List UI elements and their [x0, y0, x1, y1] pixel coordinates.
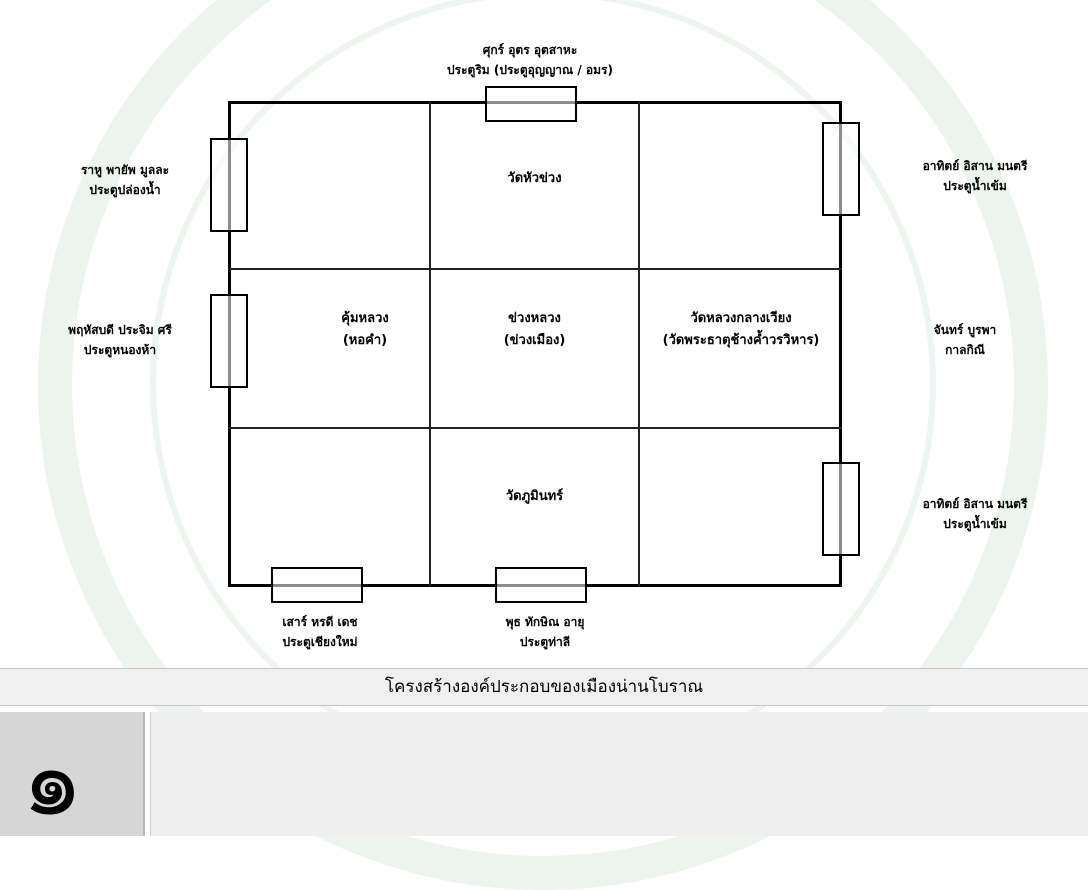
diagram-stage: ศุกร์ อุตร อุตสาหะ ประตูริม (ประตูอุญญาณ…	[30, 0, 1070, 890]
grid-line-h1	[228, 268, 842, 270]
cell-mid-right-line1: วัดหลวงกลางเวียง	[690, 311, 792, 326]
gate-left-top-label: ราหู พายัพ มูลละ ประตูปล่องน้ำ	[40, 160, 210, 200]
gate-top-label: ศุกร์ อุตร อุตสาหะ ประตูริม (ประตูอุญญาณ…	[400, 40, 660, 80]
gate-right-bottom-label-line1: อาทิตย์ อิสาน มนตรี	[922, 497, 1028, 511]
cell-mid-right: วัดหลวงกลางเวียง (วัดพระธาตุช้างค้ำวรวิห…	[628, 308, 854, 352]
gate-top-label-line1: ศุกร์ อุตร อุตสาหะ	[482, 43, 578, 57]
gate-right-mid-label: จันทร์ บูรพา กาลกิณี	[880, 320, 1050, 360]
grid-line-h2	[228, 427, 842, 429]
cell-mid-right-line2: (วัดพระธาตุช้างค้ำวรวิหาร)	[662, 333, 820, 348]
cell-mid-center: ข่วงหลวง (ข่วงเมือง)	[431, 308, 638, 352]
cell-mid-left: คุ้มหลวง (หอคำ)	[250, 308, 480, 352]
gate-right-bottom	[822, 462, 860, 556]
gate-bottom-left-label: เสาร์ หรดี เดช ประตูเชียงใหม่	[230, 612, 410, 652]
gate-right-top-label-line2: ประตูน้ำเข้ม	[943, 179, 1007, 193]
gate-bottom-mid	[495, 567, 587, 603]
gate-left-top	[210, 138, 248, 232]
thumbnail-panel[interactable]: ๑	[0, 712, 145, 836]
cell-mid-left-line2: (หอคำ)	[342, 333, 388, 348]
gate-left-top-label-line2: ประตูปล่องน้ำ	[89, 183, 161, 197]
gate-right-top-label: อาทิตย์ อิสาน มนตรี ประตูน้ำเข้ม	[880, 156, 1070, 196]
gate-right-mid-label-line1: จันทร์ บูรพา	[933, 323, 997, 337]
gate-bottom-left	[271, 567, 363, 603]
gate-left-mid	[210, 294, 248, 388]
gate-top-label-line2: ประตูริม (ประตูอุญญาณ / อมร)	[447, 63, 613, 77]
cell-top-center: วัดหัวข่วง	[431, 168, 638, 190]
gate-bottom-left-label-line2: ประตูเชียงใหม่	[282, 635, 358, 649]
content-panel	[150, 712, 1088, 836]
gate-left-mid-label-line1: พฤหัสบดี ประจิม ศรี	[68, 323, 172, 337]
gate-right-top-label-line1: อาทิตย์ อิสาน มนตรี	[922, 159, 1028, 173]
cell-bottom-center: วัดภูมินทร์	[431, 486, 638, 508]
grid-line-v1	[429, 101, 431, 587]
gate-bottom-mid-label-line1: พุธ ทักษิณ อายุ	[505, 615, 585, 629]
gate-right-bottom-label-line2: ประตูน้ำเข้ม	[943, 517, 1007, 531]
gate-right-top	[822, 122, 860, 216]
cell-mid-left-line1: คุ้มหลวง	[341, 311, 389, 326]
gate-bottom-left-label-line1: เสาร์ หรดี เดช	[282, 615, 358, 629]
gate-bottom-mid-label-line2: ประตูท่าลี	[519, 635, 571, 649]
cell-mid-center-line2: (ข่วงเมือง)	[503, 333, 566, 348]
gate-bottom-mid-label: พุธ ทักษิณ อายุ ประตูท่าลี	[460, 612, 630, 652]
cell-bottom-center-text: วัดภูมินทร์	[505, 489, 564, 504]
figure-caption: โครงสร้างองค์ประกอบของเมืองน่านโบราณ	[0, 668, 1088, 706]
gate-left-mid-label-line2: ประตูหนองห้า	[83, 343, 157, 357]
grid-line-v2	[638, 101, 640, 587]
gate-left-top-label-line1: ราหู พายัพ มูลละ	[80, 163, 170, 177]
gate-top	[485, 86, 577, 122]
cell-mid-center-line1: ข่วงหลวง	[508, 311, 561, 326]
thai-numeral-glyph: ๑	[22, 725, 83, 837]
gate-right-mid-label-line2: กาลกิณี	[945, 343, 985, 357]
gate-right-bottom-label: อาทิตย์ อิสาน มนตรี ประตูน้ำเข้ม	[880, 494, 1070, 534]
cell-top-center-text: วัดหัวข่วง	[507, 171, 562, 186]
gate-left-mid-label: พฤหัสบดี ประจิม ศรี ประตูหนองห้า	[30, 320, 210, 360]
